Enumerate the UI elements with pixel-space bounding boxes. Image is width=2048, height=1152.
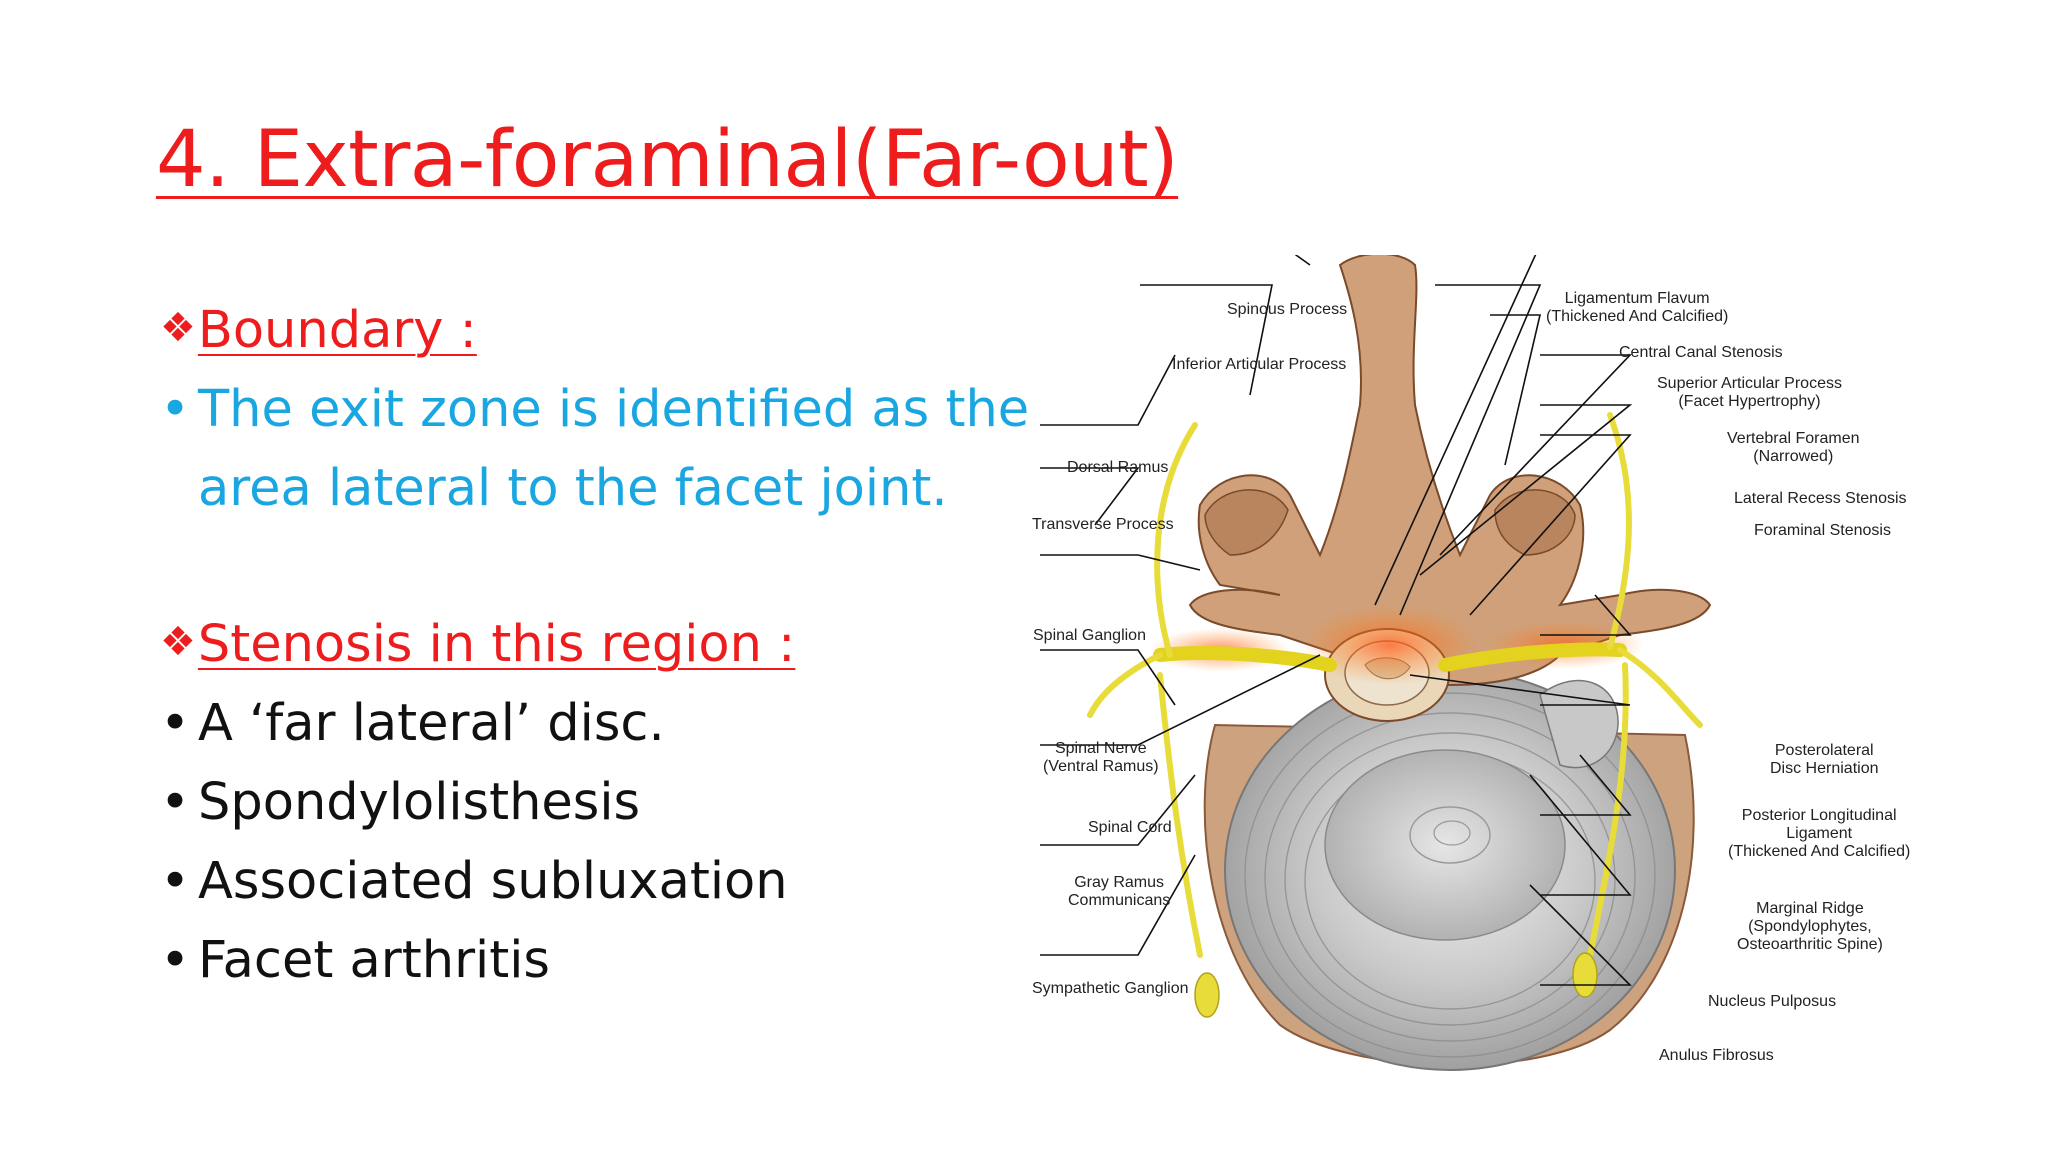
label-line: (Facet Hypertrophy) bbox=[1678, 393, 1821, 410]
label-line: Posterolateral bbox=[1774, 742, 1874, 759]
label-line: Vertebral Foramen bbox=[1727, 430, 1860, 447]
label-spinal-nerve: Spinal Nerve (Ventral Ramus) bbox=[1043, 740, 1159, 776]
label-dorsal-ramus-html: Dorsal Ramus bbox=[1067, 459, 1169, 476]
section-heading-boundary: ❖Boundary : bbox=[160, 300, 477, 365]
bullet-icon: • bbox=[160, 931, 191, 990]
section-heading-text: Boundary : bbox=[197, 301, 477, 360]
label-line: Communicans bbox=[1068, 892, 1171, 909]
label-sympathetic-ganglion: Sympathetic Ganglion bbox=[1032, 980, 1189, 997]
label-line: Ligament bbox=[1786, 825, 1853, 842]
lumbar-vertebra-diagram bbox=[1020, 239, 1940, 1085]
label-line: Marginal Ridge bbox=[1756, 900, 1864, 917]
label-superior-articular-process: Superior Articular Process (Facet Hypert… bbox=[1657, 375, 1842, 411]
label-spinous-process: Spinous Process bbox=[1227, 301, 1348, 318]
bullet-icon: • bbox=[160, 380, 191, 439]
list-item-text: Associated subluxation bbox=[198, 852, 788, 911]
vertebra-illustration bbox=[1040, 239, 1712, 1071]
diamond-bullet-icon: ❖ bbox=[160, 619, 196, 665]
label-line: Posterior Longitudinal bbox=[1741, 807, 1897, 824]
list-item-text: Spondylolisthesis bbox=[198, 773, 641, 832]
list-item-text: area lateral to the facet joint. bbox=[198, 459, 948, 518]
bullet-icon: • bbox=[160, 773, 191, 832]
bullet-icon: • bbox=[160, 694, 191, 753]
spinal-nerves bbox=[1153, 642, 1627, 672]
label-lateral-recess-stenosis: Lateral Recess Stenosis bbox=[1734, 490, 1907, 507]
list-item-text: Facet arthritis bbox=[198, 931, 550, 990]
label-line: Ligamentum Flavum bbox=[1564, 290, 1710, 307]
diamond-bullet-icon: ❖ bbox=[160, 305, 196, 351]
label-gray-ramus: Gray Ramus Communicans bbox=[1068, 874, 1170, 910]
label-line: Osteoarthritic Spine) bbox=[1737, 936, 1883, 953]
list-item-text: The exit zone is identified as the bbox=[198, 380, 1030, 439]
label-nucleus-pulposus: Nucleus Pulposus bbox=[1708, 993, 1837, 1010]
label-line: (Thickened And Calcified) bbox=[1728, 843, 1911, 860]
list-item-text: A ‘far lateral’ disc. bbox=[198, 694, 665, 753]
nucleus-pulposus-shape bbox=[1324, 749, 1566, 941]
label-line: Spinal Nerve bbox=[1054, 740, 1147, 757]
label-line: (Ventral Ramus) bbox=[1043, 758, 1159, 775]
sympathetic-ganglion-right bbox=[1572, 952, 1598, 998]
sympathetic-ganglion-left bbox=[1194, 972, 1220, 1018]
label-spinal-cord: Spinal Cord bbox=[1088, 819, 1172, 836]
disc-herniation-bulge bbox=[1539, 679, 1619, 769]
label-line: (Thickened And Calcified) bbox=[1546, 308, 1729, 325]
label-transverse-process-html: Transverse Process bbox=[1032, 516, 1174, 533]
label-marginal-ridge: Marginal Ridge (Spondylophytes, Osteoart… bbox=[1737, 900, 1883, 954]
slide-title: 4. Extra-foraminal(Far-out) bbox=[156, 115, 1179, 205]
label-foraminal-stenosis: Foraminal Stenosis bbox=[1754, 522, 1891, 539]
section-heading-text: Stenosis in this region : bbox=[197, 615, 796, 674]
label-line: Disc Herniation bbox=[1770, 760, 1879, 777]
label-line: Superior Articular Process bbox=[1657, 375, 1842, 392]
label-posterior-longitudinal-ligament: Posterior Longitudinal Ligament (Thicken… bbox=[1728, 807, 1910, 861]
label-spinal-ganglion-html: Spinal Ganglion bbox=[1033, 627, 1146, 644]
label-inferior-articular-process: Inferior Articular Process bbox=[1172, 356, 1347, 373]
label-vertebral-foramen: Vertebral Foramen (Narrowed) bbox=[1727, 430, 1860, 466]
section-heading-stenosis: ❖Stenosis in this region : bbox=[160, 614, 795, 679]
label-line: Gray Ramus bbox=[1074, 874, 1165, 891]
label-line: (Spondylophytes, bbox=[1748, 918, 1872, 935]
label-posterolateral-disc-herniation: Posterolateral Disc Herniation bbox=[1770, 742, 1878, 778]
bullet-icon: • bbox=[160, 852, 191, 911]
label-line: (Narrowed) bbox=[1753, 448, 1834, 465]
label-central-canal-stenosis: Central Canal Stenosis bbox=[1619, 344, 1783, 361]
label-ligamentum-flavum: Ligamentum Flavum (Thickened And Calcifi… bbox=[1546, 290, 1728, 326]
label-anulus-fibrosus: Anulus Fibrosus bbox=[1659, 1047, 1774, 1064]
